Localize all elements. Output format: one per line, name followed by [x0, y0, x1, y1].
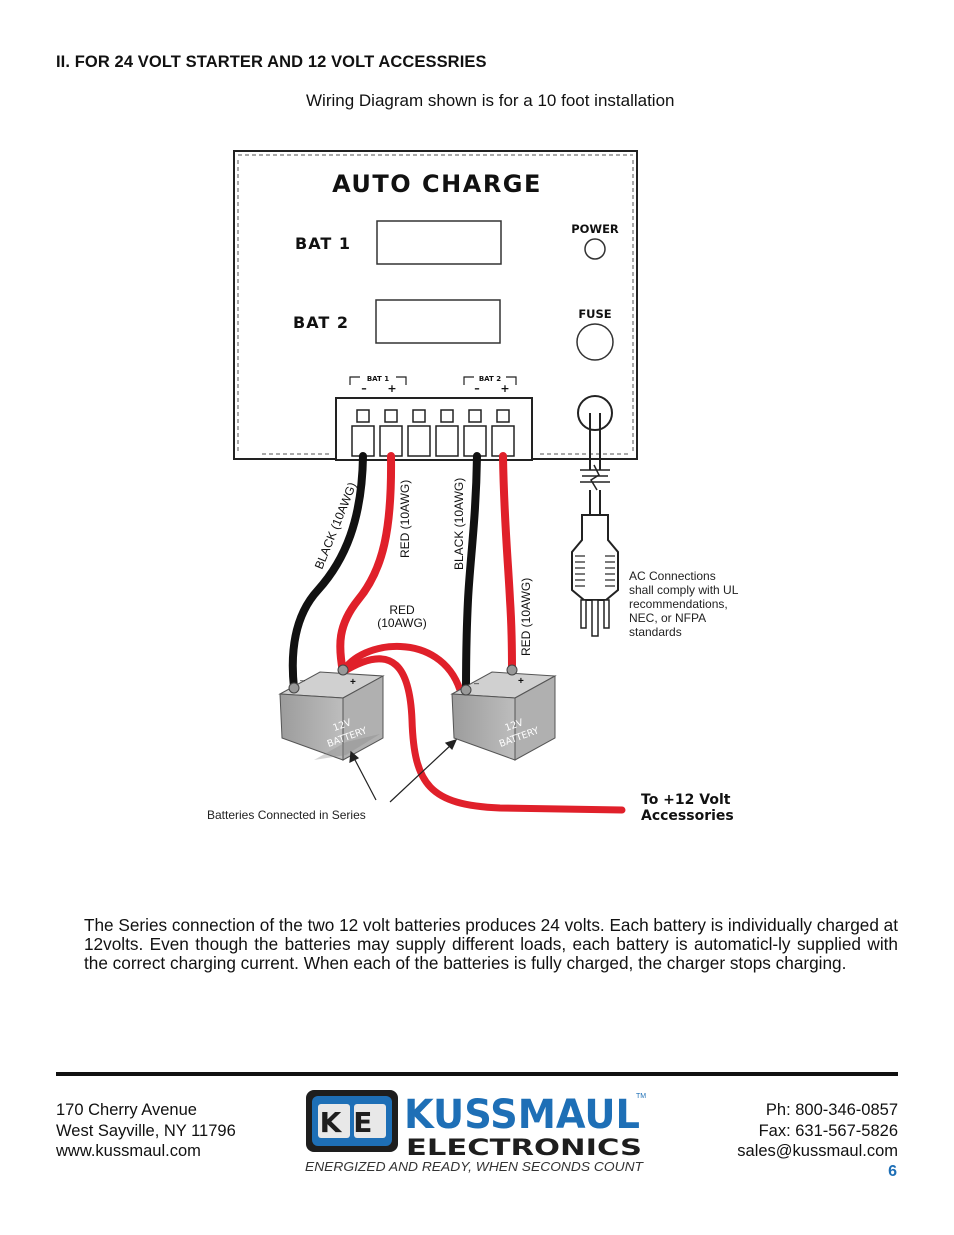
body-paragraph: The Series connection of the two 12 volt…: [84, 915, 898, 973]
address-line1: 170 Cherry Avenue: [56, 1101, 197, 1119]
wire-accessories-red: [339, 655, 626, 814]
page-number: 6: [888, 1163, 897, 1180]
accessories-label-line1: To +12 Volt: [641, 792, 731, 808]
svg-text:recommendations,: recommendations,: [629, 597, 728, 611]
footer-address: 170 Cherry Avenue West Sayville, NY 1179…: [56, 1100, 236, 1162]
terminal-bat1-plus: +: [387, 382, 396, 395]
logo-tagline: ENERGIZED AND READY, WHEN SECONDS COUNT: [305, 1160, 644, 1174]
wire-red-2: [499, 452, 516, 674]
wire-red-1-label: RED (10AWG): [398, 480, 412, 558]
power-led-icon: [584, 238, 606, 260]
svg-text:standards: standards: [629, 625, 682, 639]
email-link[interactable]: sales@kussmaul.com: [737, 1142, 898, 1160]
logo-sub: ELECTRONICS: [406, 1136, 642, 1161]
fax-number: Fax: 631-567-5826: [758, 1121, 898, 1140]
wire-red-1: [336, 452, 396, 676]
battery-1: – + 12V BATTERY: [278, 664, 385, 761]
jumper-label-line2: (10AWG): [377, 616, 427, 630]
svg-text:shall comply with UL: shall comply with UL: [629, 583, 739, 597]
series-note: Batteries Connected in Series: [207, 808, 366, 822]
bat2-label: BAT 2: [293, 313, 349, 332]
svg-text:+: +: [518, 676, 524, 687]
wire-black-2-label: BLACK (10AWG): [452, 478, 466, 570]
jumper-label-line1: RED: [389, 603, 415, 617]
wire-black-1: [288, 452, 367, 692]
wire-red-2-label: RED (10AWG): [519, 578, 533, 656]
terminal-bat1-minus: –: [361, 382, 367, 395]
terminal-bracket-bat2: [463, 376, 517, 385]
wire-jumper-red: [339, 643, 464, 694]
terminal-bat2-plus: +: [500, 382, 509, 395]
diagram-caption: Wiring Diagram shown is for a 10 foot in…: [306, 91, 675, 110]
logo-name: KUSSMAUL: [404, 1092, 640, 1138]
svg-text:AC Connections: AC Connections: [629, 569, 716, 583]
svg-text:NEC, or NFPA: NEC, or NFPA: [629, 611, 706, 625]
phone-number: Ph: 800-346-0857: [765, 1101, 898, 1119]
accessories-label-line2: Accessories: [641, 808, 734, 824]
ac-note: AC Connections shall comply with UL reco…: [629, 569, 739, 639]
fuse-label: FUSE: [578, 307, 611, 321]
ac-power-cord: [571, 395, 619, 637]
kussmaul-logo: KE KE KUSSMAUL TM ELECTRONICS ENERGIZED …: [305, 1090, 646, 1174]
section-heading: II. FOR 24 VOLT STARTER AND 12 VOLT ACCE…: [56, 53, 487, 71]
series-arrows: [349, 739, 458, 803]
logo-tm: TM: [636, 1093, 646, 1100]
power-label: POWER: [571, 222, 619, 236]
bat1-label: BAT 1: [295, 234, 351, 253]
svg-text:+: +: [350, 677, 356, 688]
bat2-display: [375, 299, 501, 344]
terminal-bat2-minus: –: [474, 382, 480, 395]
terminal-bat1-label: BAT 1: [367, 375, 389, 383]
terminal-bracket-bat1: [349, 376, 407, 385]
address-line2: West Sayville, NY 11796: [56, 1121, 236, 1140]
bat1-display: [376, 220, 502, 265]
svg-text:–: –: [300, 675, 305, 685]
battery-2: – + 12V BATTERY: [450, 664, 557, 761]
fuse-holder-icon: [576, 323, 614, 361]
footer-divider: [56, 1072, 898, 1076]
panel-title: AUTO CHARGE: [332, 170, 542, 198]
terminal-block: [335, 397, 533, 461]
website-link[interactable]: www.kussmaul.com: [56, 1142, 201, 1160]
footer-contact: Ph: 800-346-0857 Fax: 631-567-5826 sales…: [737, 1100, 898, 1162]
logo-ke-letters: KE: [320, 1106, 385, 1139]
wire-black-2: [462, 452, 481, 694]
terminal-bat2-label: BAT 2: [479, 375, 501, 383]
svg-text:–: –: [474, 678, 479, 688]
